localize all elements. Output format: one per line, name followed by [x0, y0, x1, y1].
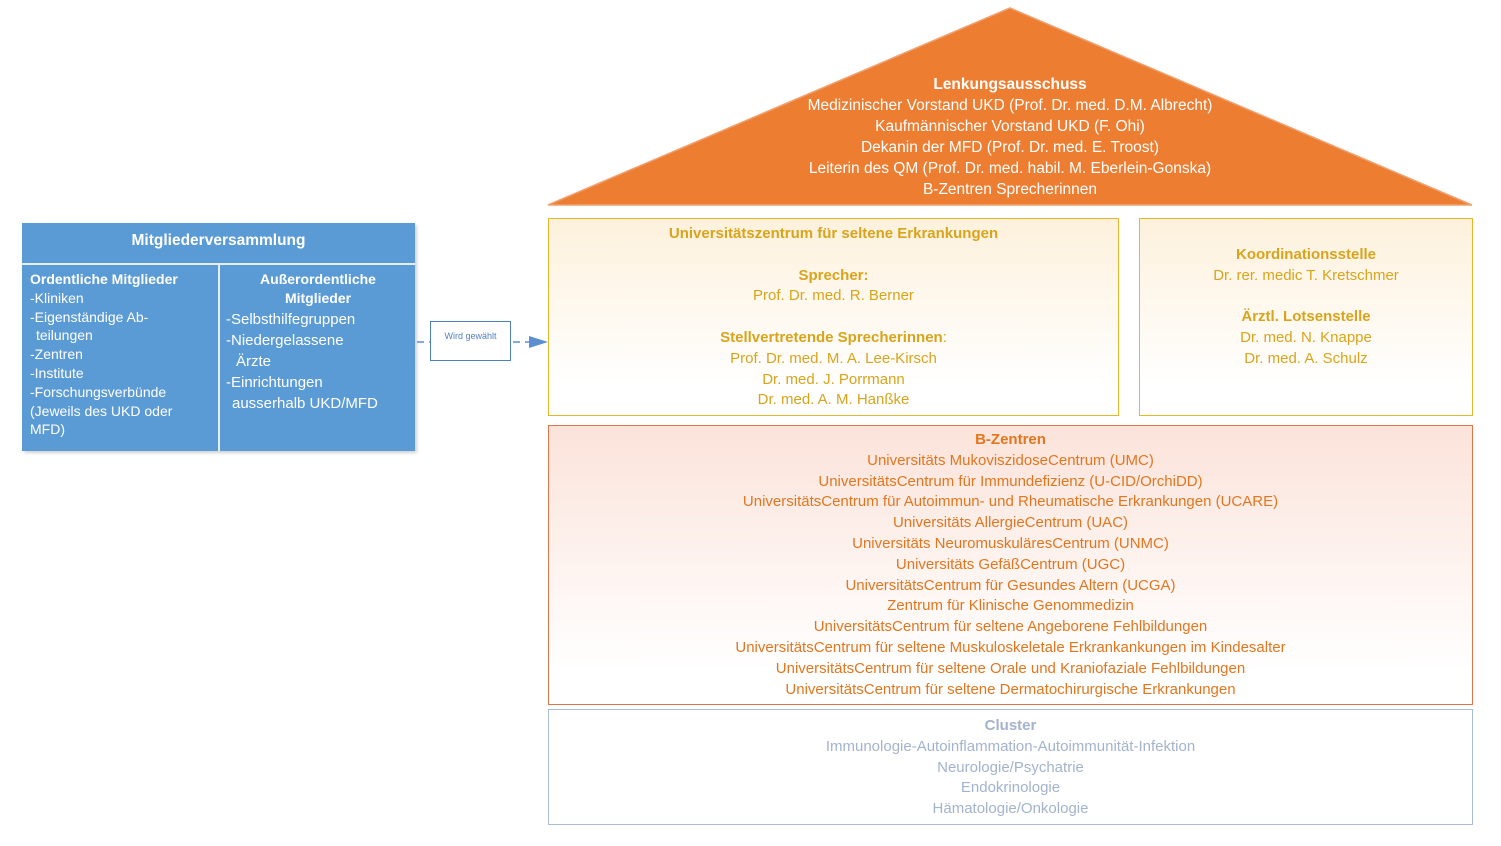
- lotsenstelle-title: Ärztl. Lotsenstelle: [1241, 308, 1371, 326]
- lenkungsausschuss-title: Lenkungsausschuss: [933, 76, 1087, 93]
- stellvertretende-label: Stellvertretende Sprecherinnen: [720, 328, 943, 346]
- koordinationsstelle-person: Dr. rer. medic T. Kretschmer: [1213, 266, 1399, 284]
- stellvertretende-name: Dr. med. A. M. Hanßke: [757, 391, 910, 409]
- b-zentrum-item: UniversitätsCentrum für Gesundes Altern …: [845, 576, 1176, 594]
- cluster-box: Cluster Immunologie-Autoinflammation-Aut…: [548, 709, 1473, 825]
- b-zentrum-item: UniversitätsCentrum für Immundefizienz (…: [818, 472, 1203, 490]
- ausserordentliche-item: ausserhalb UKD/MFD: [232, 395, 378, 412]
- stellvertretende-colon: :: [942, 328, 947, 346]
- cluster-item: Endokrinologie: [960, 779, 1061, 797]
- mitgliederversammlung-box: Mitgliederversammlung Ordentliche Mitgli…: [22, 223, 415, 451]
- sprecher-name: Prof. Dr. med. R. Berner: [753, 287, 914, 305]
- lenkungsausschuss-text: Lenkungsausschuss Medizinischer Vorstand…: [660, 74, 1360, 200]
- ordentliche-item: -Forschungsverbünde: [30, 383, 167, 400]
- b-zentrum-item: Universitäts NeuromuskuläresCentrum (UNM…: [852, 534, 1169, 552]
- lenkungsausschuss-line: Medizinischer Vorstand UKD (Prof. Dr. me…: [807, 97, 1213, 114]
- divider: [22, 263, 415, 265]
- ausserordentliche-mitglieder-column: Außerordentliche Mitglieder -Selbsthilfe…: [226, 270, 410, 414]
- ausserordentliche-item: -Niedergelassene: [226, 332, 344, 349]
- b-zentrum-item: UniversitätsCentrum für Autoimmun- und R…: [742, 493, 1279, 511]
- ausserordentliche-item: Ärzte: [236, 353, 272, 370]
- cluster-item: Hämatologie/Onkologie: [932, 800, 1089, 818]
- b-zentren-title: B-Zentren: [975, 431, 1046, 448]
- ordentliche-item: -Eigenständige Ab-: [30, 308, 149, 325]
- b-zentrum-item: UniversitätsCentrum für seltene Dermatoc…: [785, 680, 1236, 698]
- b-zentrum-item: Universitäts AllergieCentrum (UAC): [892, 514, 1129, 532]
- b-zentrum-item: Universitäts GefäßCentrum (UGC): [895, 555, 1126, 573]
- lenkungsausschuss-line: B-Zentren Sprecherinnen: [922, 181, 1098, 198]
- ordentliche-item: teilungen: [36, 327, 93, 344]
- ausserordentliche-item: -Selbsthilfegruppen: [226, 311, 356, 328]
- divider: [218, 264, 220, 451]
- mitgliederversammlung-title: Mitgliederversammlung: [131, 232, 306, 249]
- b-zentrum-item: UniversitätsCentrum für seltene Orale un…: [775, 659, 1246, 677]
- ordentliche-item: -Kliniken: [30, 289, 84, 306]
- ausserordentliche-mitglieder-title: Außerordentliche Mitglieder: [260, 271, 376, 306]
- stellvertretende-name: Dr. med. J. Porrmann: [762, 370, 905, 388]
- b-zentrum-item: Universitäts MukoviszidoseCentrum (UMC): [867, 451, 1154, 469]
- koordinationsstelle-title: Koordinationsstelle: [1235, 246, 1377, 263]
- lotsenstelle-person: Dr. med. N. Knappe: [1240, 329, 1372, 347]
- ordentliche-item: -Institute: [30, 364, 84, 381]
- b-zentrum-item: UniversitätsCentrum für seltene Angebore…: [813, 618, 1208, 636]
- lenkungsausschuss-roof: [547, 7, 1473, 206]
- ordentliche-item: -Zentren: [30, 346, 83, 363]
- sprecher-label: Sprecher:: [798, 266, 869, 284]
- cluster-item: Immunologie-Autoinflammation-Autoimmunit…: [825, 737, 1196, 755]
- lenkungsausschuss-line: Kaufmännischer Vorstand UKD (F. Ohi): [875, 118, 1145, 135]
- stellvertretende-heading: Stellvertretende Sprecherinnen:: [549, 328, 1118, 349]
- cluster-item: Neurologie/Psychatrie: [937, 758, 1084, 776]
- koordinationsstelle-box: Koordinationsstelle Dr. rer. medic T. Kr…: [1139, 218, 1473, 416]
- lotsenstelle-person: Dr. med. A. Schulz: [1244, 349, 1368, 367]
- b-zentrum-item: UniversitätsCentrum für seltene Muskulos…: [735, 638, 1286, 656]
- cluster-title: Cluster: [984, 717, 1037, 734]
- stellvertretende-name: Prof. Dr. med. M. A. Lee-Kirsch: [730, 349, 937, 367]
- ausserordentliche-item: -Einrichtungen: [226, 374, 323, 391]
- universitaetszentrum-title: Universitätszentrum für seltene Erkranku…: [668, 225, 999, 242]
- wird-gewaehlt-label: Wird gewählt: [430, 321, 511, 361]
- universitaetszentrum-box: Universitätszentrum für seltene Erkranku…: [548, 218, 1119, 416]
- lenkungsausschuss-line: Leiterin des QM (Prof. Dr. med. habil. M…: [808, 160, 1212, 177]
- b-zentren-box: B-Zentren Universitäts MukoviszidoseCent…: [548, 425, 1473, 705]
- lenkungsausschuss-line: Dekanin der MFD (Prof. Dr. med. E. Troos…: [860, 139, 1160, 156]
- ordentliche-mitglieder-column: Ordentliche Mitglieder -Kliniken -Eigens…: [30, 270, 212, 439]
- ordentliche-mitglieder-title: Ordentliche Mitglieder: [30, 271, 178, 287]
- ordentliche-item: (Jeweils des UKD oder: [30, 402, 173, 419]
- ordentliche-item: MFD): [30, 421, 65, 438]
- b-zentrum-item: Zentrum für Klinische Genommedizin: [887, 597, 1134, 615]
